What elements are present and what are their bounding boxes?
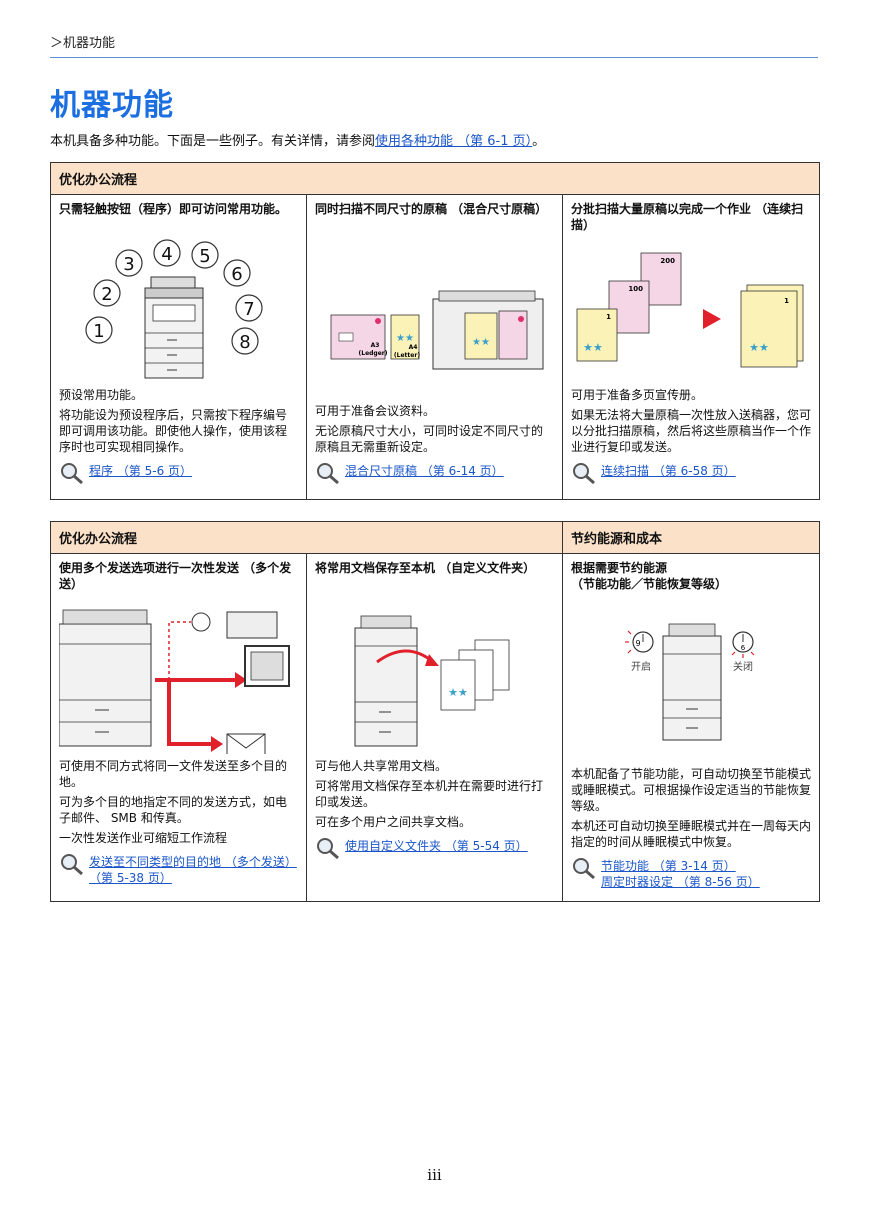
reference: 程序 （第 5-6 页）	[59, 463, 298, 485]
reference-link[interactable]: 发送至不同类型的目的地 （多个发送）（第 5-38 页）	[89, 855, 297, 885]
feature-title: 同时扫描不同尺寸的原稿 （混合尺寸原稿）	[315, 202, 548, 216]
a3-label: A3	[371, 342, 380, 349]
program-illustration: 1 2 3 4 5 6 7 8	[59, 233, 298, 383]
intro-paragraph: 本机具备多种功能。下面是一些例子。有关详情，请参阅使用各种功能 （第 6-1 页…	[50, 130, 545, 149]
table2-header-right: 节约能源和成本	[562, 521, 821, 554]
reference: 节能功能 （第 3-14 页） 周定时器设定 （第 8-56 页）	[571, 858, 811, 890]
energy-saver-illustration: 9 开启 6 关闭	[571, 592, 811, 762]
power-on-label: 开启	[631, 660, 651, 673]
reference-link[interactable]: 混合尺寸原稿 （第 6-14 页）	[345, 464, 504, 478]
feature-mixed-size: 同时扫描不同尺寸的原稿 （混合尺寸原稿） A3 (Ledger) ★★ A4 (…	[306, 194, 563, 500]
reference-link[interactable]: 周定时器设定 （第 8-56 页）	[601, 875, 760, 889]
reference: 发送至不同类型的目的地 （多个发送）（第 5-38 页）	[59, 854, 298, 886]
reference-link[interactable]: 使用自定义文件夹 （第 5-54 页）	[345, 839, 528, 853]
feature-text: 如果无法将大量原稿一次性放入送稿器，您可以分批扫描原稿，然后将这些原稿当作一个作…	[571, 408, 812, 454]
fax-icon	[226, 611, 278, 639]
feature-text: 可用于准备会议资料。	[315, 404, 436, 418]
header-rule	[50, 57, 818, 58]
copier-power-schedule-image: 9 开启 6 关闭	[625, 623, 755, 741]
intro-text: 本机具备多种功能。下面是一些例子。有关详情，请参阅	[50, 134, 376, 149]
svg-text:★★: ★★	[396, 333, 414, 344]
feature-title: 只需轻触按钮（程序）即可访问常用功能。	[59, 202, 288, 216]
reference: 混合尺寸原稿 （第 6-14 页）	[315, 463, 554, 485]
svg-text:★★: ★★	[448, 686, 468, 699]
reference: 使用自定义文件夹 （第 5-54 页）	[315, 838, 554, 860]
feature-title: 使用多个发送选项进行一次性发送 （多个发送）	[59, 561, 292, 591]
feature-program: 只需轻触按钮（程序）即可访问常用功能。 1 2 3	[50, 194, 307, 500]
feature-title: 将常用文档保存至本机 （自定义文件夹）	[315, 561, 536, 575]
document-stacks-image: 200 100 1 ★★ 1 ★★	[576, 252, 804, 368]
feature-text: 将功能设为预设程序后，只需按下程序编号即可调用该功能。即使他人操作，使用该程序时…	[59, 408, 288, 454]
feature-text: 可与他人共享常用文档。	[315, 759, 448, 773]
copier-send-destinations-image	[58, 609, 290, 759]
multi-send-illustration	[58, 592, 298, 759]
feature-title: 根据需要节约能源 （节能功能／节能恢复等级）	[571, 561, 728, 591]
feature-text: 可将常用文档保存至本机并在需要时进行打印或发送。	[315, 779, 544, 809]
letter-label: (Letter)	[394, 352, 420, 359]
feature-text: 一次性发送作业可缩短工作流程	[59, 831, 228, 845]
magnifier-icon	[61, 463, 83, 485]
stack-label-200: 200	[660, 257, 675, 265]
intro-link[interactable]: 使用各种功能 （第 6-1 页）	[375, 134, 533, 149]
stack-label-100: 100	[628, 285, 643, 293]
page-title: 机器功能	[50, 88, 174, 123]
feature-custom-box: 将常用文档保存至本机 （自定义文件夹） ★★	[305, 553, 564, 902]
copier-with-number-bubbles-image: 1 2 3 4 5 6 7 8	[85, 239, 263, 379]
continuous-scan-illustration: 200 100 1 ★★ 1 ★★	[571, 233, 811, 383]
a4-label: A4	[409, 344, 418, 351]
stack-label-merged: 1	[784, 297, 789, 305]
bubble-2: 2	[101, 284, 112, 305]
reference-link[interactable]: 节能功能 （第 3-14 页）	[601, 859, 736, 873]
mixed-size-originals-image: A3 (Ledger) ★★ A4 (Letter) ★★	[330, 290, 544, 370]
bubble-8: 8	[239, 332, 250, 353]
feature-continuous-scan: 分批扫描大量原稿以完成一个作业 （连续扫描） 200 100 1 ★★ 1 ★★	[562, 194, 820, 500]
phone-icon	[191, 612, 211, 632]
page-number: iii	[427, 1166, 442, 1184]
svg-text:★★: ★★	[472, 337, 490, 348]
svg-text:★★: ★★	[583, 341, 603, 354]
feature-text: 可使用不同方式将同一文件发送至多个目的地。	[59, 759, 288, 789]
feature-title: 分批扫描大量原稿以完成一个作业 （连续扫描）	[571, 202, 804, 232]
intro-end: 。	[532, 134, 546, 149]
stack-label-first: 1	[606, 313, 611, 321]
reference: 连续扫描 （第 6-58 页）	[571, 463, 811, 485]
feature-text: 无论原稿尺寸大小，可同时设定不同尺寸的原稿且无需重新设定。	[315, 424, 544, 454]
arrow-right-icon	[703, 309, 721, 329]
bubble-6: 6	[231, 264, 242, 285]
svg-text:★★: ★★	[749, 341, 769, 354]
magnifier-icon	[317, 463, 339, 485]
feature-text: 本机还可自动切换至睡眠模式并在一周每天内指定的时间从睡眠模式中恢复。	[571, 819, 812, 849]
feature-text: 可为多个目的地指定不同的发送方式，如电子邮件、 SMB 和传真。	[59, 795, 288, 825]
magnifier-icon	[573, 858, 596, 880]
feature-multi-send: 使用多个发送选项进行一次性发送 （多个发送）	[50, 553, 307, 902]
bubble-3: 3	[123, 254, 134, 275]
table1-header: 优化办公流程	[50, 162, 820, 195]
feature-text: 预设常用功能。	[59, 388, 144, 402]
feature-energy-saver: 根据需要节约能源 （节能功能／节能恢复等级） 9 开启	[562, 553, 821, 902]
bubble-1: 1	[93, 321, 104, 342]
bubble-4: 4	[161, 244, 172, 265]
power-off-label: 关闭	[733, 660, 753, 673]
feature-table-1: 优化办公流程 只需轻触按钮（程序）即可访问常用功能。 1	[50, 162, 820, 500]
bubble-7: 7	[243, 299, 254, 320]
mixed-size-illustration: A3 (Ledger) ★★ A4 (Letter) ★★	[315, 233, 554, 383]
feature-text: 可在多个用户之间共享文档。	[315, 815, 472, 829]
feature-text: 可用于准备多页宣传册。	[571, 388, 704, 402]
custom-box-illustration: ★★	[315, 592, 554, 754]
magnifier-icon	[61, 854, 83, 876]
clock-off-number: 6	[741, 644, 746, 652]
breadcrumb[interactable]: ＞机器功能	[50, 36, 116, 51]
copier-shared-documents-image: ★★	[354, 615, 510, 747]
ledger-label: (Ledger)	[359, 350, 388, 357]
magnifier-icon	[573, 463, 595, 485]
email-icon	[226, 733, 266, 759]
table2-header-left: 优化办公流程	[49, 521, 564, 554]
clock-on-number: 9	[635, 639, 640, 648]
feature-table-2: 优化办公流程 节约能源和成本 使用多个发送选项进行一次性发送 （多个发送）	[49, 521, 821, 902]
reference-link[interactable]: 连续扫描 （第 6-58 页）	[601, 464, 736, 478]
bubble-5: 5	[199, 246, 210, 267]
reference-link[interactable]: 程序 （第 5-6 页）	[89, 464, 193, 478]
feature-text: 本机配备了节能功能，可自动切换至节能模式或睡眠模式。可根据操作设定适当的节能恢复…	[571, 767, 812, 813]
magnifier-icon	[317, 838, 339, 860]
